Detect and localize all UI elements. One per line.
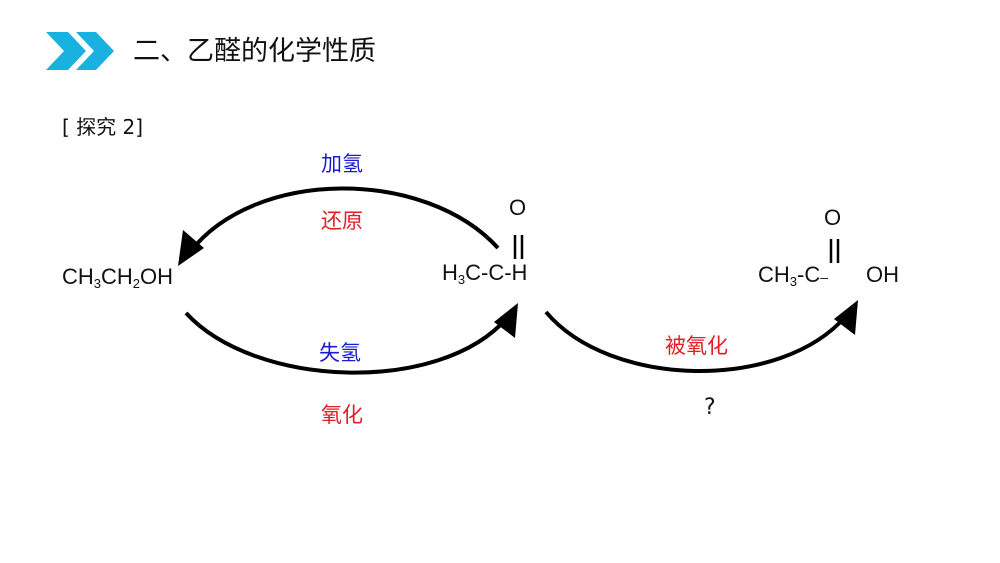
acetaldehyde-oxygen: O: [509, 195, 527, 220]
acetic-acid-hydroxyl: OH: [866, 262, 899, 287]
label-reduction: 还原: [321, 209, 363, 233]
label-add-hydrogen: 加氢: [321, 152, 363, 176]
ethanol-formula: CH3CH2OH: [62, 264, 174, 291]
further-oxidation-arrow: [544, 310, 848, 373]
label-be-oxidized: 被氧化: [665, 334, 728, 358]
oxidation-arrowhead: [494, 303, 518, 338]
unknown-product-mark: ?: [704, 395, 716, 420]
section-label: [ 探究 2]: [62, 115, 144, 139]
further-oxidation-arrowhead: [834, 300, 858, 335]
label-oxidation: 氧化: [321, 403, 363, 427]
page-title: 二、乙醛的化学性质: [133, 36, 376, 67]
label-lose-hydrogen: 失氢: [319, 341, 361, 365]
reduction-arrowhead: [178, 230, 204, 266]
oxidation-arrow: [184, 311, 509, 375]
acetic-acid-oxygen: O: [824, 205, 842, 230]
double-chevron-right-icon: [46, 32, 114, 70]
acetaldehyde-formula: H3C-C-H: [442, 260, 528, 287]
reduction-arrow: [188, 186, 500, 254]
acetic-acid-formula: CH3-C–: [758, 262, 829, 289]
